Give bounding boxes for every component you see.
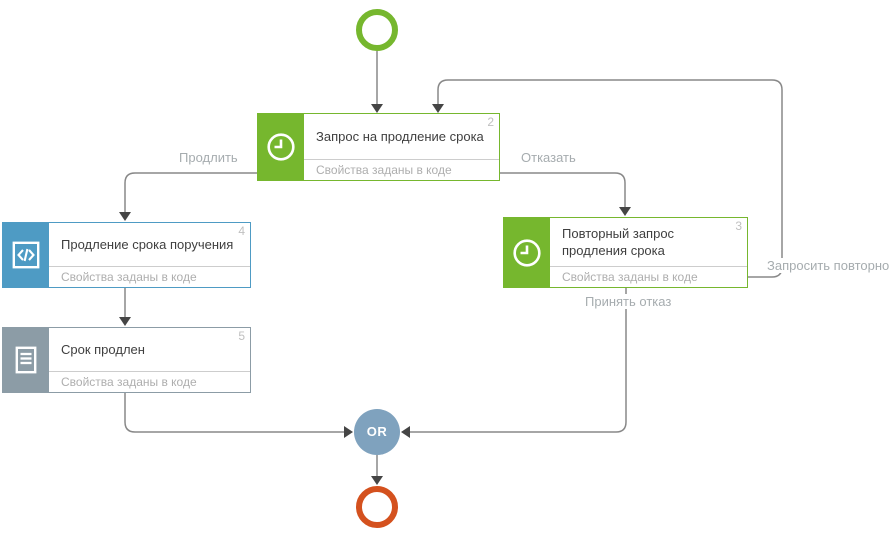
node-term-extended[interactable]: 5 Срок продлен Свойства заданы в коде [2,327,251,393]
start-event[interactable] [356,9,398,51]
edge-refuse[interactable] [500,172,631,216]
node-request-extension[interactable]: 2 Запрос на продление срока Свойства зад… [257,113,500,181]
edge-start-to-request[interactable] [371,51,383,113]
edge-label-accept-refusal[interactable]: Принять отказ [582,294,675,309]
clock-icon [258,114,304,180]
edge-label-repeat-request[interactable]: Запросить повторно [764,258,891,273]
edge-or-to-end[interactable] [371,455,383,485]
node-subtitle: Свойства заданы в коде [550,266,747,287]
edge-repeat-loop[interactable] [432,79,783,278]
node-number: 4 [238,224,245,238]
node-extend-term[interactable]: 4 Продление срока поручения Свойства зад… [2,222,251,288]
edge-label-extend[interactable]: Продлить [176,150,241,165]
document-icon [3,328,49,392]
node-subtitle: Свойства заданы в коде [49,371,250,392]
node-number: 2 [487,115,494,129]
node-subtitle: Свойства заданы в коде [49,266,250,287]
node-subtitle: Свойства заданы в коде [304,159,499,180]
edge-accept-refusal-to-or[interactable] [401,288,627,438]
end-event[interactable] [356,486,398,528]
edge-extend-to-extended[interactable] [119,288,131,326]
node-number: 5 [238,329,245,343]
node-title: Продление срока поручения [61,237,234,253]
node-repeat-request[interactable]: 3 Повторный запрос продления срока Свойс… [503,217,748,288]
edge-label-refuse[interactable]: Отказать [518,150,579,165]
code-icon [3,223,49,287]
clock-icon [504,218,550,287]
edge-extend[interactable] [119,172,257,221]
node-title: Запрос на продление срока [316,129,484,145]
or-gateway[interactable]: OR [354,409,400,455]
node-number: 3 [735,219,742,233]
node-title: Повторный запрос продления срока [562,226,675,258]
edge-extended-to-or[interactable] [124,392,353,438]
node-title: Срок продлен [61,342,145,358]
